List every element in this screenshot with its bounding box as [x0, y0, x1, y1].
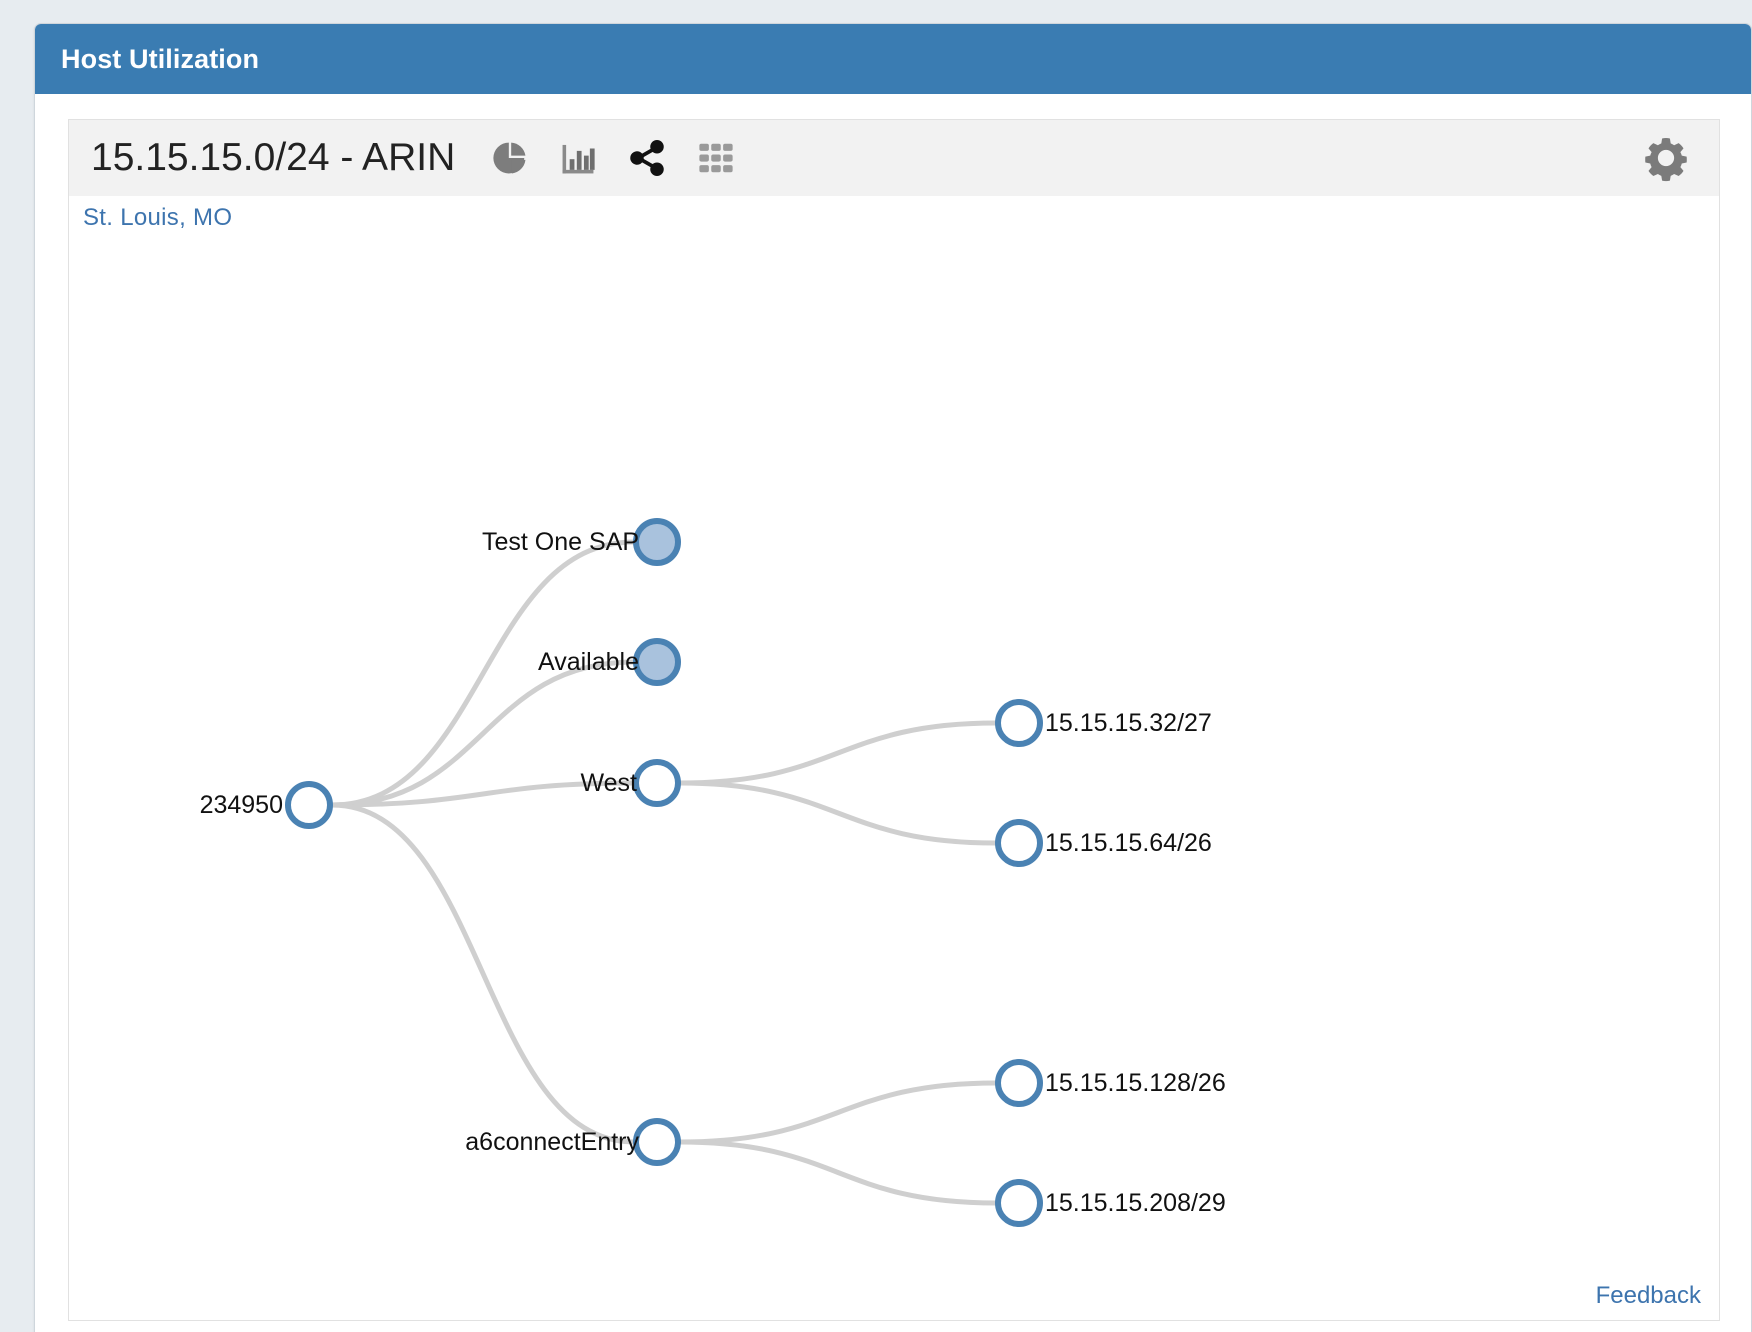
tree-node[interactable]: a6connectEntry [465, 1118, 681, 1166]
tree-node-circle[interactable] [995, 1179, 1043, 1227]
tree-node-circle[interactable] [285, 781, 333, 829]
grid-icon[interactable] [697, 139, 735, 177]
tree-node[interactable]: Test One SAP [482, 518, 681, 566]
tree-link [677, 1139, 999, 1206]
tree-node[interactable]: 15.15.15.128/26 [995, 1059, 1226, 1107]
tree-link [329, 780, 637, 808]
tree-node-label: Available [538, 648, 639, 676]
tree-node[interactable]: 234950 [200, 781, 333, 829]
tree-node-circle[interactable] [633, 759, 681, 807]
tree-node[interactable]: 15.15.15.64/26 [995, 819, 1212, 867]
share-icon[interactable] [627, 138, 667, 178]
chart-card: 15.15.15.0/24 - ARIN [68, 119, 1720, 1321]
tree-node-label: West [581, 769, 638, 797]
tree-node-circle[interactable] [633, 1118, 681, 1166]
tree-link [677, 720, 999, 786]
tree-node-label: 15.15.15.208/29 [1045, 1189, 1226, 1217]
tree-node-circle[interactable] [995, 1059, 1043, 1107]
tree-link [329, 539, 637, 808]
tree-node-label: 15.15.15.32/27 [1045, 709, 1212, 737]
network-title: 15.15.15.0/24 - ARIN [91, 136, 456, 179]
tree-node[interactable]: Available [538, 638, 681, 686]
tree-node[interactable]: 15.15.15.208/29 [995, 1179, 1226, 1227]
tree-node-circle[interactable] [995, 819, 1043, 867]
tree-node-label: 15.15.15.64/26 [1045, 829, 1212, 857]
tree-node-circle[interactable] [995, 699, 1043, 747]
tree-link [329, 659, 637, 808]
page-title: Host Utilization [61, 43, 260, 74]
tree-node[interactable]: 15.15.15.32/27 [995, 699, 1212, 747]
tree-links [329, 539, 999, 1206]
chart-toolbar: 15.15.15.0/24 - ARIN [69, 120, 1719, 196]
bar-chart-icon[interactable] [559, 139, 597, 177]
view-switcher [491, 138, 735, 178]
pie-chart-icon[interactable] [491, 139, 529, 177]
tree-node-label: 15.15.15.128/26 [1045, 1069, 1226, 1097]
tree-link [329, 802, 637, 1145]
host-utilization-panel: Host Utilization 15.15.15.0/24 - ARIN [34, 23, 1752, 1332]
feedback-link[interactable]: Feedback [1595, 1282, 1701, 1309]
tree-link [677, 780, 999, 846]
tree-node-circle[interactable] [633, 518, 681, 566]
tree-node-label: 234950 [200, 791, 283, 819]
gear-icon[interactable] [1641, 133, 1691, 183]
tree-node-circle[interactable] [633, 638, 681, 686]
tree-node-label: a6connectEntry [465, 1128, 639, 1156]
location-subtitle: St. Louis, MO [83, 204, 233, 231]
tree-node-label: Test One SAP [482, 528, 639, 556]
panel-header: Host Utilization [35, 24, 1751, 94]
tree-node[interactable]: West [581, 759, 681, 807]
tree-link [677, 1080, 999, 1145]
